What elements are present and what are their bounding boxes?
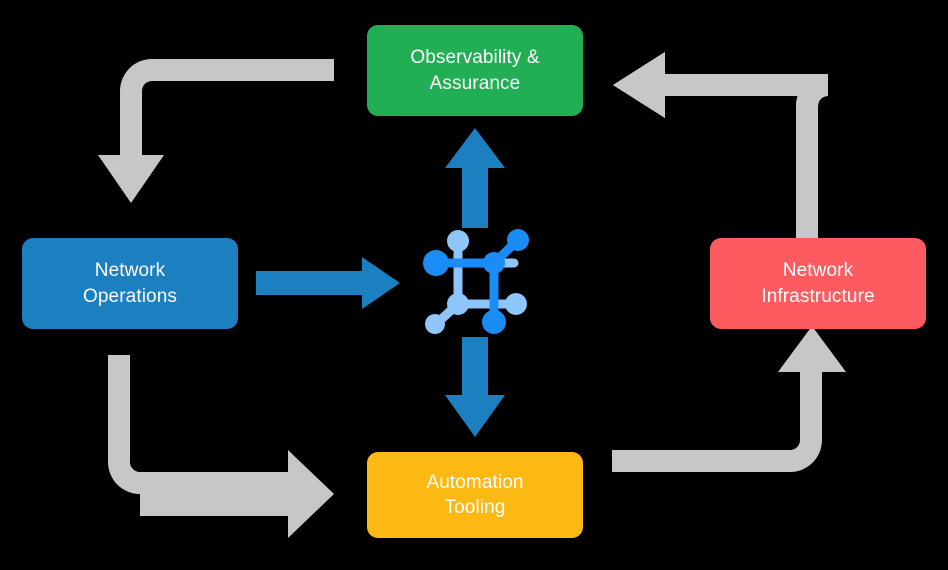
node-network-infrastructure[interactable]: Network Infrastructure — [710, 238, 926, 329]
arrow-infrastructure-to-observability — [613, 52, 828, 238]
node-observability-assurance[interactable]: Observability & Assurance — [367, 25, 583, 116]
arrow-operations-to-automation — [108, 355, 140, 494]
arrow-infrastructure-to-observability-head — [613, 52, 828, 118]
network-topology-icon — [423, 229, 529, 334]
arrow-center-to-observability — [445, 128, 505, 228]
arrow-observability-to-operations — [98, 59, 334, 203]
arrow-operations-to-automation-head — [140, 450, 334, 538]
node-automation-tooling[interactable]: Automation Tooling — [367, 452, 583, 538]
arrow-center-to-automation — [445, 337, 505, 437]
node-network-operations[interactable]: Network Operations — [22, 238, 238, 329]
arrow-operations-to-center — [256, 257, 400, 309]
arrow-automation-to-infrastructure — [612, 440, 822, 472]
arrow-infrastructure-to-observability-shape — [796, 74, 828, 240]
arrow-automation-to-infrastructure-stem — [778, 326, 846, 440]
